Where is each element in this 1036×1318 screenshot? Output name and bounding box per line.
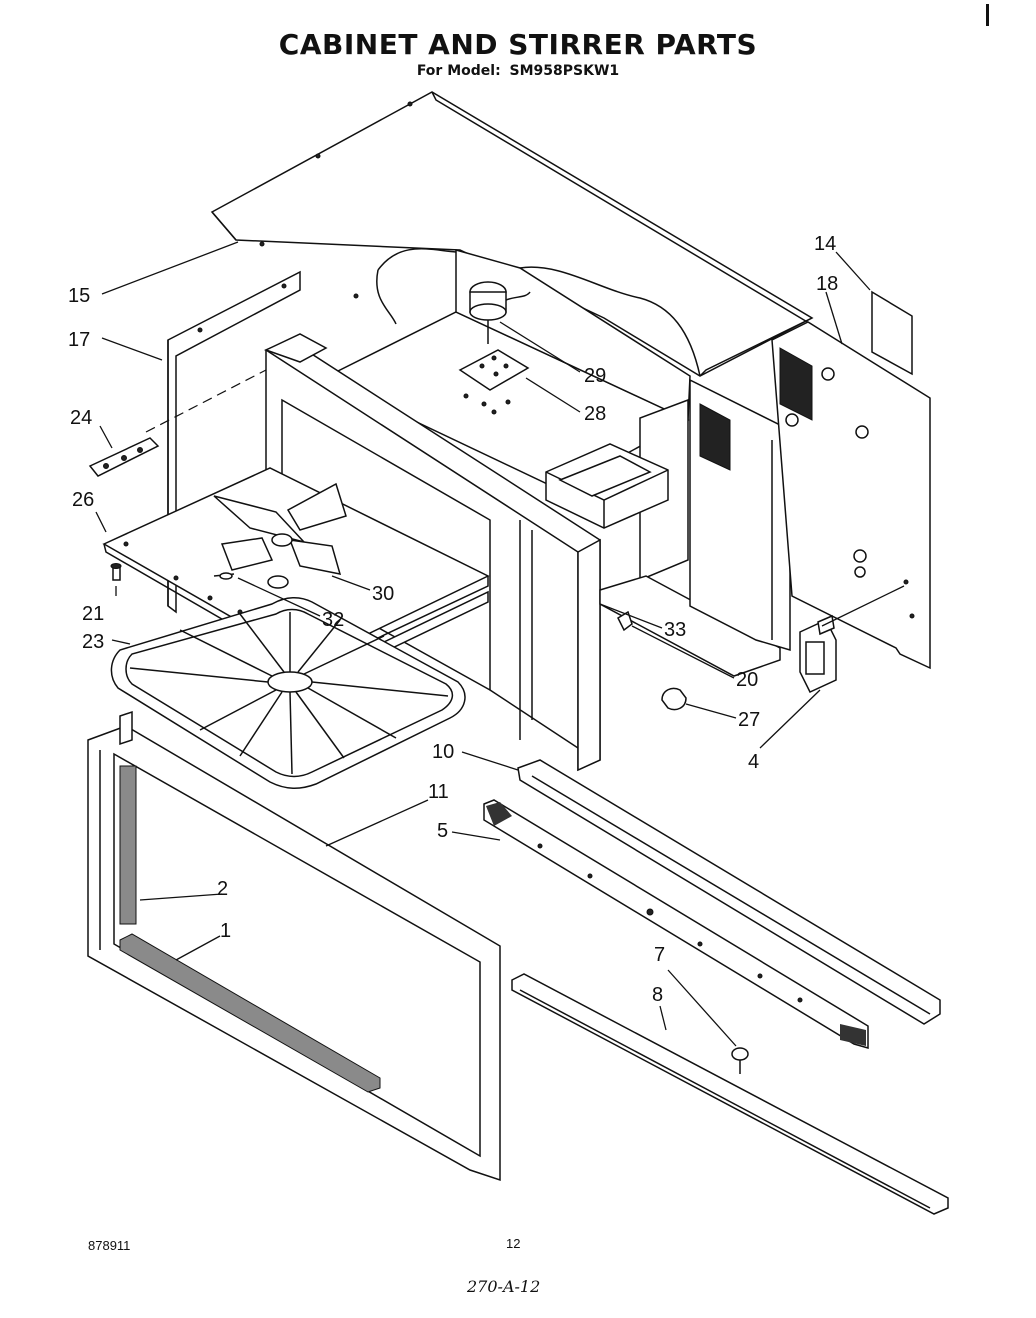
part-15-top-cover xyxy=(210,91,815,377)
callout-27: 27 xyxy=(738,709,760,731)
callout-33: 33 xyxy=(664,619,686,641)
part-4-switch xyxy=(799,614,837,693)
model-line: For Model: SM958PSKW1 xyxy=(0,63,1036,79)
callout-1: 1 xyxy=(220,920,232,942)
callout-2: 2 xyxy=(217,878,229,900)
callout-4: 4 xyxy=(748,751,759,773)
page-number: 12 xyxy=(506,1236,521,1251)
page-title: CABINET AND STIRRER PARTS xyxy=(278,28,758,61)
model-number: SM958PSKW1 xyxy=(509,63,620,79)
callout-8: 8 xyxy=(652,984,664,1006)
part-30-stirrer-blade xyxy=(213,482,347,589)
part-7-small-switch xyxy=(731,1047,749,1074)
model-prefix: For Model: xyxy=(416,63,501,79)
callout-labels: 15 17 24 26 21 23 14 18 29 28 30 32 33 2… xyxy=(68,233,838,803)
part-32-shaft xyxy=(213,572,235,580)
scan-edge-mark xyxy=(986,4,989,26)
part-2-gasket xyxy=(119,765,137,925)
callout-7: 7 xyxy=(654,944,666,966)
part-18-rear-panel xyxy=(771,321,931,670)
handwritten-code: 270-A-12 xyxy=(467,1277,541,1296)
callout-26: 26 xyxy=(72,489,94,511)
callout-24: 24 xyxy=(70,407,92,429)
part-10-upper-rail xyxy=(517,759,941,1025)
part-23-tray xyxy=(110,597,466,789)
callout-10: 10 xyxy=(432,741,454,763)
callout-29: 29 xyxy=(584,365,606,387)
part-27-cap xyxy=(661,687,687,711)
part-28-mounting-plate xyxy=(458,349,530,415)
part-24-bracket xyxy=(88,437,160,477)
callout-32: 32 xyxy=(322,609,344,631)
part-29-stirrer-motor xyxy=(469,281,531,344)
callout-21: 21 xyxy=(82,603,104,625)
callout-14: 14 xyxy=(814,233,836,255)
callout-30: 30 xyxy=(372,583,394,605)
callout-5: 5 xyxy=(437,820,449,842)
part-11-front-frame xyxy=(87,710,501,1182)
callout-23: 23 xyxy=(82,631,104,653)
part-21-screw xyxy=(110,563,122,581)
oven-cavity-body xyxy=(264,248,791,772)
callout-17: 17 xyxy=(68,329,90,351)
callout-11: 11 xyxy=(428,781,449,803)
callout-18: 18 xyxy=(816,273,838,295)
part-14-small-plate xyxy=(871,290,913,376)
callout-15: 15 xyxy=(68,285,90,307)
part-5-control-strip xyxy=(483,799,869,1049)
leader-lines xyxy=(95,241,905,1047)
part-8-lower-rail xyxy=(511,973,949,1215)
callout-20: 20 xyxy=(736,669,758,691)
callout-28: 28 xyxy=(584,403,606,425)
document-number: 878911 xyxy=(88,1238,131,1253)
part-1-lower-strip xyxy=(119,933,381,1093)
